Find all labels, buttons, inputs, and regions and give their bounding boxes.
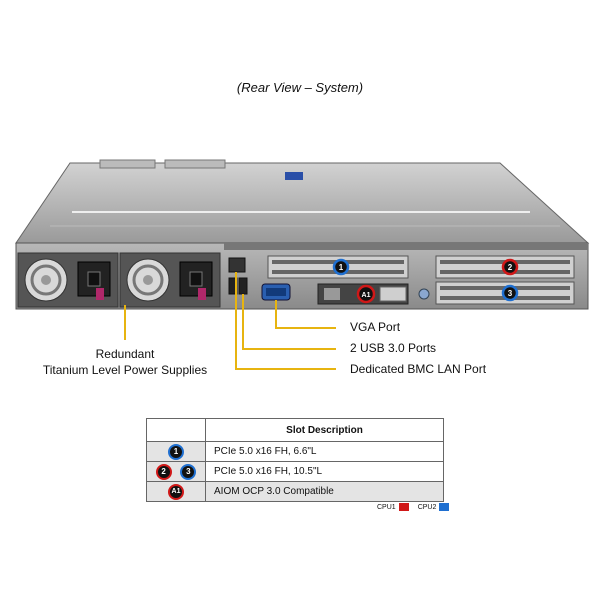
badge-slot-3: 3 <box>501 284 519 302</box>
bmc-leader-line <box>235 272 336 370</box>
table-header: Slot Description <box>205 418 444 442</box>
badge-slot-2: 2 <box>501 258 519 276</box>
table-row: 1 PCIe 5.0 x16 FH, 6.6"L <box>146 441 444 462</box>
slot-badge: 2 <box>155 463 172 480</box>
table-row-desc: PCIe 5.0 x16 FH, 10.5"L <box>205 461 444 482</box>
table-row-desc: AIOM OCP 3.0 Compatible <box>205 481 444 502</box>
slot-badge: A1 <box>168 483 184 500</box>
psu-callout-line1: Redundant <box>95 347 155 361</box>
psu-callout: Redundant Titanium Level Power Supplies <box>30 346 220 378</box>
callout-lines <box>124 272 336 370</box>
slot-description-table: Slot Description 1 PCIe 5.0 x16 FH, 6.6"… <box>146 418 444 502</box>
table-row-badges: A1 <box>146 481 206 502</box>
badge-slot-1-label: 1 <box>339 263 344 272</box>
table-row: A1 AIOM OCP 3.0 Compatible <box>146 481 444 502</box>
badge-slot-1: 1 <box>332 258 350 276</box>
cpu-legend: CPU1 CPU2 <box>377 503 455 511</box>
badge-slot-a1: A1 <box>356 284 376 304</box>
power-supply-1 <box>17 252 119 308</box>
usb-leader-line <box>242 294 336 350</box>
table-row: 2 3 PCIe 5.0 x16 FH, 10.5"L <box>146 461 444 482</box>
usb-ports-callout: 2 USB 3.0 Ports <box>350 341 437 355</box>
slot-badge: 1 <box>168 443 184 460</box>
legend-cpu1-label: CPU1 <box>377 503 396 511</box>
legend-cpu2-label: CPU2 <box>417 503 437 511</box>
vga-port <box>261 283 291 301</box>
psu-callout-line2: Titanium Level Power Supplies <box>42 363 208 377</box>
bmc-lan-callout: Dedicated BMC LAN Port <box>350 362 487 376</box>
legend-cpu2-swatch <box>439 503 450 511</box>
table-row-desc: PCIe 5.0 x16 FH, 6.6"L <box>205 441 444 462</box>
vga-leader-line <box>275 300 336 329</box>
lan-port <box>228 257 246 273</box>
chassis-top <box>15 159 590 244</box>
table-row-badges: 1 <box>146 441 206 462</box>
badge-slot-a1-label: A1 <box>362 292 371 299</box>
view-caption: (Rear View – System) <box>236 80 364 95</box>
badge-slot-3-label: 3 <box>508 289 513 298</box>
vga-port-callout: VGA Port <box>350 320 401 334</box>
legend-cpu1-swatch <box>398 503 409 511</box>
table-row-badges: 2 3 <box>146 461 206 482</box>
power-supply-2 <box>119 252 221 308</box>
table-corner-cell <box>146 418 206 442</box>
slot-badge: 3 <box>180 463 197 480</box>
badge-slot-2-label: 2 <box>508 263 513 272</box>
